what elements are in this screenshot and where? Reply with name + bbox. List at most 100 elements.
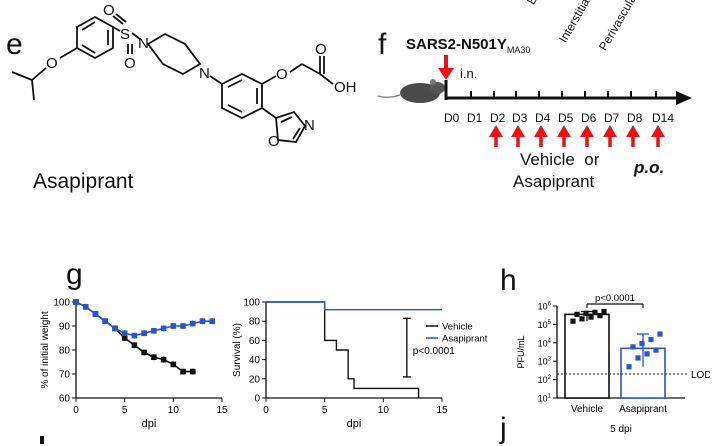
- weight-point: [180, 368, 186, 375]
- weight-point: [170, 323, 177, 329]
- dose-arrow-D4: [534, 125, 548, 137]
- weight-point: [160, 356, 167, 363]
- y-tick-label: 104: [538, 338, 552, 348]
- x-tick-label: 5: [122, 405, 128, 416]
- virus-name: SARS2-N501YMA30: [406, 36, 530, 55]
- data-point-Vehicle: [583, 310, 589, 316]
- day-label-D3: D3: [512, 111, 528, 125]
- y-tick-label: 60: [59, 394, 71, 405]
- y-tick-label: 100: [53, 298, 70, 309]
- tick-base: 10: [538, 375, 548, 385]
- x-category-label: Vehicle: [571, 404, 604, 415]
- y-tick-label: 80: [59, 346, 71, 357]
- y-tick-label: 80: [249, 317, 261, 328]
- day-label-D6: D6: [581, 111, 597, 125]
- day-label-D4: D4: [535, 111, 551, 125]
- weight-point: [131, 332, 138, 339]
- y-tick-label: 0: [254, 394, 260, 405]
- dose-arrow-D14: [651, 125, 665, 137]
- data-point-Vehicle: [601, 308, 607, 315]
- x-axis-label: dpi: [347, 418, 362, 430]
- weight-point: [209, 318, 216, 324]
- day-label-D2: D2: [490, 111, 506, 125]
- weight-point: [151, 354, 157, 360]
- atom-nitrogen-oxazole: N: [304, 117, 315, 134]
- x-tick-label: 15: [436, 405, 448, 416]
- atom-nitrogen-pip2: N: [199, 65, 210, 82]
- dose-arrow-D2: [489, 125, 503, 137]
- y-tick-label: 20: [249, 374, 261, 385]
- lod-label: LOD: [691, 370, 710, 381]
- weight-point: [141, 349, 147, 356]
- x-tick-label: 0: [73, 405, 79, 416]
- y-axis-label: PFU/mL: [516, 335, 526, 368]
- x-tick-label: 0: [263, 405, 269, 416]
- y-tick-label: 90: [59, 322, 71, 333]
- panel-letter-h: h: [500, 264, 517, 297]
- atom-nitrogen-pip1: N: [138, 35, 149, 52]
- survival-line-Vehicle: [266, 301, 420, 398]
- tick-exponent: 4: [548, 338, 552, 344]
- x-tick-label: 15: [216, 405, 228, 416]
- data-point-Vehicle: [597, 313, 603, 319]
- data-point-Vehicle: [574, 311, 580, 317]
- bar-Vehicle: [564, 313, 610, 399]
- y-tick-label: 105: [538, 320, 552, 330]
- atom-oxygen-ether: O: [276, 66, 288, 83]
- dose-arrow-D3: [511, 125, 525, 137]
- day-label-D8: D8: [627, 111, 643, 125]
- dose-arrow-D5: [557, 125, 571, 137]
- oral-route: p.o.: [634, 158, 665, 177]
- compound-name: Asapiprant: [33, 170, 134, 193]
- virus-strain: SARS2-N501Y: [406, 36, 507, 53]
- x-category-label: Asapiprant: [619, 404, 667, 415]
- atom-oxygen-isopropoxy: O: [46, 55, 58, 72]
- pfu-x-axis-label: 5 dpi: [610, 424, 632, 435]
- atom-oxygen-oxazole: O: [268, 133, 280, 150]
- x-tick-label: 10: [168, 405, 180, 416]
- atom-oxygen-sulfonyl2: O: [124, 55, 136, 72]
- y-tick-label: 70: [59, 370, 71, 381]
- weight-point: [190, 320, 196, 327]
- weight-point: [199, 318, 206, 324]
- virus-subscript: MA30: [506, 45, 531, 55]
- day-label-D7: D7: [604, 111, 620, 125]
- atom-sulfur: S: [120, 26, 130, 43]
- data-point-Vehicle: [592, 309, 598, 315]
- weight-point: [151, 328, 157, 334]
- data-point-Asapiprant: [630, 344, 636, 350]
- weight-point: [121, 335, 128, 341]
- weight-point: [102, 318, 108, 324]
- y-axis-label: Survival (%): [232, 323, 243, 377]
- tick-exponent: 1: [548, 394, 552, 400]
- y-tick-label: 102: [538, 375, 552, 385]
- y-tick-label: 106: [538, 302, 552, 312]
- dose-arrow-D6: [580, 125, 594, 137]
- atom-oxygen-acid: O: [315, 41, 327, 58]
- data-point-Asapiprant: [653, 347, 659, 353]
- data-point-Asapiprant: [657, 331, 663, 337]
- weight-point: [121, 330, 128, 336]
- data-point-Asapiprant: [635, 355, 641, 361]
- treatment-line1: Vehicle or: [520, 150, 600, 169]
- day-label-D14: D14: [652, 111, 674, 125]
- weight-point: [82, 304, 89, 310]
- tick-base: 10: [538, 394, 548, 404]
- weight-point: [112, 325, 118, 332]
- weight-point: [170, 361, 177, 368]
- panel-letter-f: f: [378, 28, 387, 61]
- tick-exponent: 5: [548, 320, 552, 326]
- weight-point: [180, 323, 186, 329]
- atom-hydroxyl: OH: [334, 79, 357, 96]
- panel-letter-g: g: [66, 258, 83, 291]
- infection-arrow: [438, 68, 454, 80]
- tick-base: 10: [538, 338, 548, 348]
- weight-point: [92, 311, 99, 317]
- tick-base: 10: [538, 357, 548, 367]
- dose-arrow-D8: [626, 125, 640, 137]
- survival-line-Asapiprant: [266, 301, 442, 311]
